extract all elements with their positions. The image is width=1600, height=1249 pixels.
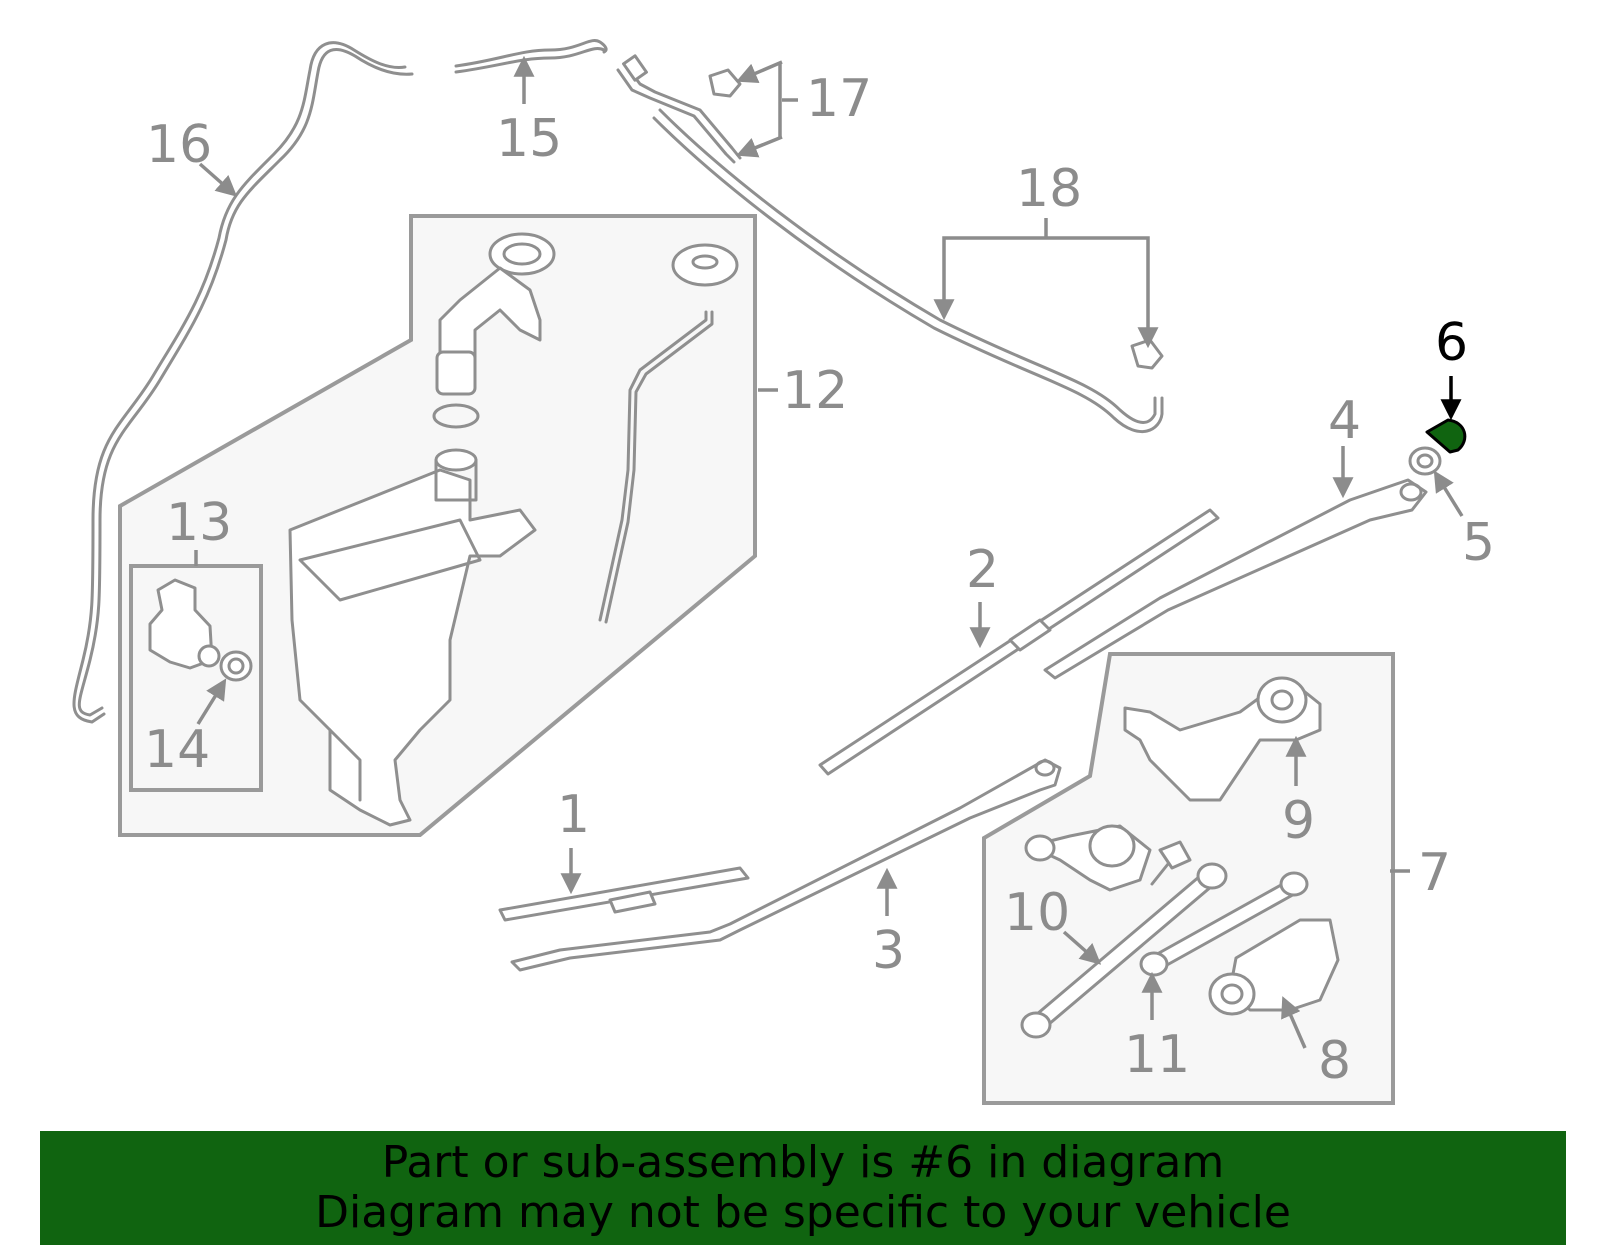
callout-13: 13 (166, 493, 232, 553)
callout-6[interactable]: 6 (1435, 313, 1468, 373)
washer-pump-13 (148, 578, 221, 670)
callout-10: 10 (1004, 883, 1070, 943)
callout-12: 12 (782, 361, 848, 421)
banner-line-1: Part or sub-assembly is #6 in diagram (381, 1137, 1225, 1188)
callout-14: 14 (144, 720, 210, 780)
callout-8: 8 (1318, 1031, 1351, 1091)
callout-18: 18 (1016, 159, 1082, 219)
wiper-arm-4 (1043, 478, 1428, 680)
washer-hose-15 (454, 39, 608, 74)
nut-5 (1408, 446, 1442, 476)
banner-line-2: Diagram may not be specific to your vehi… (315, 1187, 1291, 1238)
callout-5: 5 (1462, 513, 1495, 573)
callout-4: 4 (1328, 391, 1361, 451)
callout-11: 11 (1124, 1025, 1190, 1085)
reservoir-assembly-12 (288, 232, 739, 827)
callout-2: 2 (966, 540, 999, 600)
linkage-frame-9 (1024, 676, 1322, 892)
wiper-motor-8 (1208, 918, 1340, 1016)
grommet-14 (219, 650, 253, 682)
wiper-blade-2 (818, 508, 1220, 776)
callout-9: 9 (1282, 791, 1315, 851)
link-rod-10 (1020, 862, 1228, 1039)
callout-15: 15 (496, 109, 562, 169)
wiper-arm-3 (510, 758, 1062, 972)
bolt (1150, 840, 1192, 886)
callout-1: 1 (557, 785, 590, 845)
info-banner: Part or sub-assembly is #6 in diagram Di… (40, 1131, 1566, 1245)
wiper-blade-1 (498, 866, 750, 922)
pivot-cap-6[interactable] (1425, 418, 1467, 454)
leader-lines (194, 55, 1464, 1049)
callout-17: 17 (806, 69, 872, 129)
callout-16: 16 (146, 115, 212, 175)
washer-hose-16 (72, 41, 414, 724)
callout-3: 3 (872, 921, 905, 981)
callout-7: 7 (1418, 843, 1451, 903)
